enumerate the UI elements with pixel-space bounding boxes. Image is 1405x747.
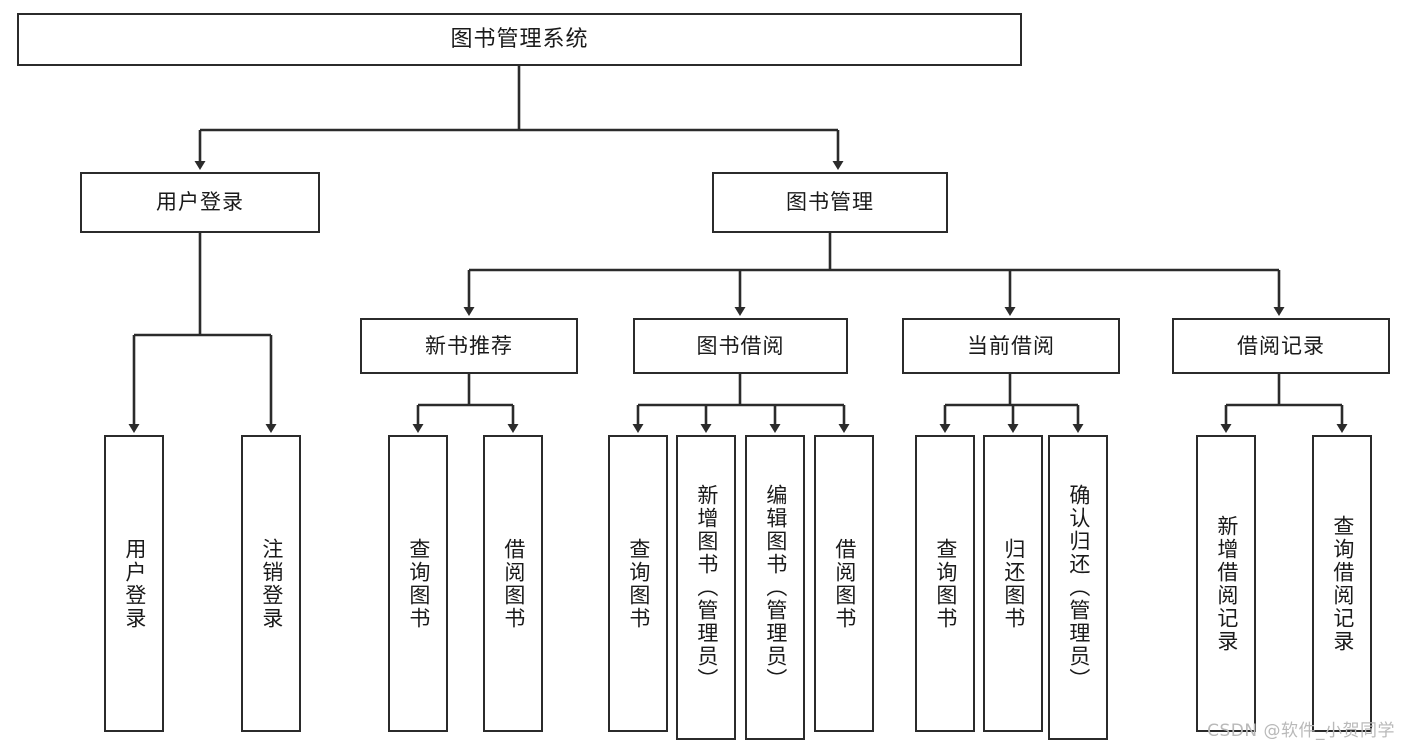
leaf-add-borrow-record[interactable]: 新增借阅记录 [1196, 435, 1256, 732]
leaf-user-logout[interactable]: 注销登录 [241, 435, 301, 732]
node-label: 新增图书（管理员） [694, 484, 719, 691]
node-label: 图书管理 [786, 190, 874, 215]
leaf-confirm-return-admin[interactable]: 确认归还（管理员） [1048, 435, 1108, 740]
leaf-query-borrow-record[interactable]: 查询借阅记录 [1312, 435, 1372, 732]
node-label: 用户登录 [122, 537, 147, 630]
leaf-borrow-book-recommend[interactable]: 借阅图书 [483, 435, 543, 732]
leaf-return-book[interactable]: 归还图书 [983, 435, 1043, 732]
node-borrow-record[interactable]: 借阅记录 [1172, 318, 1390, 374]
node-label: 当前借阅 [967, 333, 1055, 358]
leaf-query-book-borrow[interactable]: 查询图书 [608, 435, 668, 732]
node-label: 新书推荐 [425, 333, 513, 358]
leaf-add-book-admin[interactable]: 新增图书（管理员） [676, 435, 736, 740]
leaf-query-book-current[interactable]: 查询图书 [915, 435, 975, 732]
leaf-edit-book-admin[interactable]: 编辑图书（管理员） [745, 435, 805, 740]
node-label: 编辑图书（管理员） [763, 484, 788, 691]
leaf-query-book-recommend[interactable]: 查询图书 [388, 435, 448, 732]
node-label: 新增借阅记录 [1214, 514, 1239, 653]
node-label: 图书借阅 [696, 333, 785, 358]
node-label: 用户登录 [156, 190, 244, 215]
node-label: 注销登录 [259, 537, 284, 630]
node-label: 图书管理系统 [450, 26, 589, 52]
watermark: CSDN @软件_小贺同学 [1207, 721, 1395, 741]
node-book-management[interactable]: 图书管理 [712, 172, 948, 233]
node-user-login[interactable]: 用户登录 [80, 172, 320, 233]
node-label: 借阅图书 [832, 537, 857, 630]
leaf-user-login[interactable]: 用户登录 [104, 435, 164, 732]
node-label: 归还图书 [1001, 537, 1026, 630]
node-label: 查询图书 [626, 537, 651, 630]
node-label: 借阅图书 [501, 537, 526, 630]
node-label: 查询图书 [406, 537, 431, 630]
node-label: 查询借阅记录 [1330, 514, 1355, 653]
node-label: 查询图书 [933, 537, 958, 630]
node-book-borrow[interactable]: 图书借阅 [633, 318, 848, 374]
node-new-book-recommend[interactable]: 新书推荐 [360, 318, 578, 374]
node-label: 借阅记录 [1237, 333, 1325, 358]
node-current-borrow[interactable]: 当前借阅 [902, 318, 1120, 374]
node-root-book-management-system[interactable]: 图书管理系统 [17, 13, 1022, 66]
leaf-borrow-book[interactable]: 借阅图书 [814, 435, 874, 732]
node-label: 确认归还（管理员） [1066, 484, 1091, 691]
